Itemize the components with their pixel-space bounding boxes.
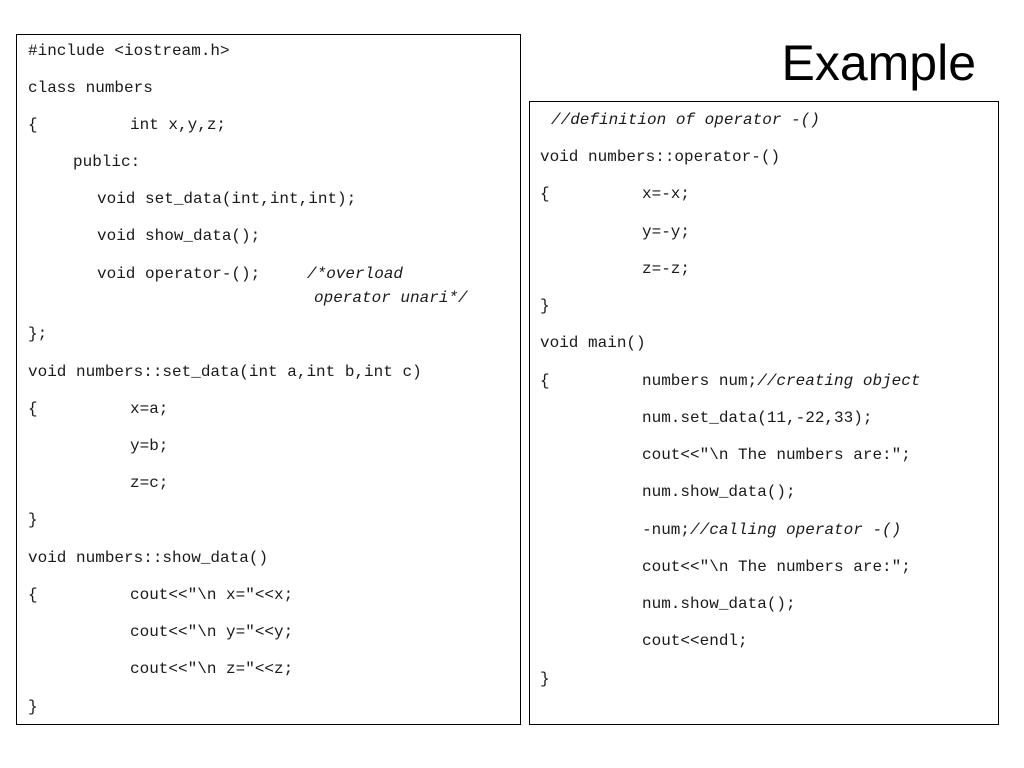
code-line-open-brace: { <box>540 185 550 203</box>
code-line-close-class: }; <box>28 325 48 343</box>
code-line-close-brace: } <box>28 511 38 529</box>
code-line-create-object: numbers num;//creating object <box>642 371 920 391</box>
code-line-cout-numbers: cout<<"\n The numbers are:"; <box>642 558 911 576</box>
code-line-negate-y: y=-y; <box>642 223 691 241</box>
class-definition-code-box: #include <iostream.h> class numbers { in… <box>16 34 521 725</box>
code-line-member-vars: int x,y,z; <box>130 116 227 134</box>
code-comment-creating-object: //creating object <box>757 372 921 390</box>
code-comment-overload-wrap: /*overload <box>307 264 403 284</box>
code-line-class-decl: class numbers <box>28 79 153 97</box>
code-line-operator-decl: void operator-(); <box>97 265 261 283</box>
code-line-negate-z: z=-z; <box>642 260 691 278</box>
code-comment-operator-def-wrap: //definition of operator -() <box>551 110 820 130</box>
code-line-open-brace: { <box>540 372 550 390</box>
code-comment-overload: /*overload <box>307 265 404 283</box>
code-line-cout-x: cout<<"\n x="<<x; <box>130 586 294 604</box>
code-line-assign-x: x=a; <box>130 400 169 418</box>
code-line-close-brace: } <box>540 670 550 688</box>
code-line-main-def: void main() <box>540 334 646 352</box>
code-line-cout-y: cout<<"\n y="<<y; <box>130 623 294 641</box>
code-line-public: public: <box>73 153 141 171</box>
code-line-show-data-def: void numbers::show_data() <box>28 549 269 567</box>
code-line-set-data-call: num.set_data(11,-22,33); <box>642 409 873 427</box>
code-line-open-brace: { <box>28 400 38 418</box>
code-comment-operator-unari: operator unari*/ <box>314 289 468 307</box>
code-line-cout-z: cout<<"\n z="<<z; <box>130 660 294 678</box>
code-create-object: numbers num; <box>642 372 758 390</box>
code-line-set-data-decl: void set_data(int,int,int); <box>97 190 357 208</box>
code-line-cout-numbers: cout<<"\n The numbers are:"; <box>642 446 911 464</box>
code-line-include: #include <iostream.h> <box>28 42 230 60</box>
code-line-negate-x: x=-x; <box>642 185 691 203</box>
slide-title: Example <box>781 35 976 91</box>
code-line-cout-endl: cout<<endl; <box>642 632 748 650</box>
code-comment-operator-def: //definition of operator -() <box>551 111 820 129</box>
code-comment-operator-unari-wrap: operator unari*/ <box>314 288 468 308</box>
code-line-close-brace: } <box>28 698 38 716</box>
code-line-show-data-call: num.show_data(); <box>642 483 796 501</box>
code-line-show-data-decl: void show_data(); <box>97 227 261 245</box>
code-line-close-brace: } <box>540 297 550 315</box>
code-line-assign-z: z=c; <box>130 474 169 492</box>
code-line-negate-num: -num;//calling operator -() <box>642 520 901 540</box>
code-line-open-brace: { <box>28 116 38 134</box>
code-comment-calling-operator: //calling operator -() <box>690 521 902 539</box>
code-line-assign-y: y=b; <box>130 437 169 455</box>
code-line-set-data-def: void numbers::set_data(int a,int b,int c… <box>28 363 422 381</box>
code-line-operator-def: void numbers::operator-() <box>540 148 781 166</box>
operator-and-main-code-box: //definition of operator -() void number… <box>529 101 999 725</box>
code-negate-num: -num; <box>642 521 691 539</box>
code-line-open-brace: { <box>28 586 38 604</box>
code-line-show-data-call: num.show_data(); <box>642 595 796 613</box>
